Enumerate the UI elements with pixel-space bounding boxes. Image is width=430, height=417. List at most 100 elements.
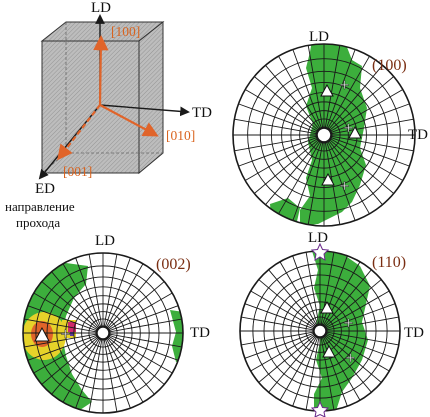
grid-spoke bbox=[324, 138, 356, 221]
grid-spoke bbox=[322, 332, 382, 383]
grid-spoke bbox=[323, 331, 396, 359]
grid-spoke bbox=[327, 136, 404, 181]
grid-spoke bbox=[326, 65, 383, 133]
grid-spoke bbox=[278, 55, 323, 132]
grid-spoke bbox=[106, 318, 182, 333]
grid-spoke bbox=[241, 331, 317, 346]
grid-spoke bbox=[323, 331, 399, 346]
plus-marker: + bbox=[345, 351, 356, 366]
grid-spoke bbox=[265, 65, 322, 133]
triangle-marker bbox=[320, 300, 334, 314]
grid-spoke bbox=[106, 333, 182, 348]
texture-region-peak bbox=[70, 332, 74, 336]
caption-line-2: прохода bbox=[16, 215, 60, 230]
pf-ld-label: LD bbox=[95, 233, 115, 249]
grid-spoke bbox=[323, 316, 399, 331]
grid-center bbox=[312, 323, 328, 339]
grid-spoke bbox=[322, 290, 390, 330]
grid-spoke bbox=[244, 89, 321, 134]
grid-spoke bbox=[244, 136, 321, 181]
ed-label: ED bbox=[35, 181, 55, 197]
grid-spoke bbox=[105, 334, 173, 374]
grid-spoke bbox=[324, 49, 356, 132]
grid-spoke bbox=[327, 135, 410, 167]
grid-spoke bbox=[292, 255, 320, 328]
grid-spoke bbox=[278, 138, 323, 215]
grid-spoke bbox=[327, 118, 414, 135]
box-side-face bbox=[138, 20, 164, 175]
grid-spoke bbox=[33, 292, 101, 332]
grid-spoke bbox=[327, 135, 414, 152]
grid-spoke bbox=[33, 334, 101, 374]
grid-spoke bbox=[268, 333, 319, 393]
triangle-marker bbox=[320, 83, 334, 97]
grid-spoke bbox=[254, 137, 322, 194]
grid-spoke bbox=[105, 334, 165, 385]
grid-spoke bbox=[320, 255, 348, 328]
grid-spoke bbox=[320, 334, 348, 407]
grid-spoke bbox=[62, 335, 102, 403]
td-axis-arrow bbox=[99, 104, 190, 117]
grid-spoke bbox=[326, 137, 383, 205]
grid-spoke bbox=[322, 279, 382, 330]
grid-spoke bbox=[325, 138, 370, 215]
grid-spoke bbox=[292, 49, 324, 132]
grid-spoke bbox=[305, 334, 320, 410]
grid-spoke bbox=[104, 335, 155, 395]
grid-spoke bbox=[321, 261, 361, 329]
pf-ld-label: LD bbox=[309, 29, 329, 45]
grid-spoke bbox=[27, 333, 100, 361]
grid-spoke bbox=[88, 254, 103, 330]
dir-010-label: [010] bbox=[166, 128, 195, 143]
sample-box-diagram: LD TD ED [100] [010] [001] направление п… bbox=[5, 0, 212, 230]
grid-spoke bbox=[254, 76, 322, 133]
dir-010-arrow bbox=[99, 104, 159, 137]
grid-spoke bbox=[279, 333, 319, 401]
grid-spoke bbox=[326, 137, 394, 194]
grid-spoke bbox=[244, 331, 317, 359]
grid-spoke bbox=[105, 281, 165, 332]
pole-figure-110: + + LD TD (110) bbox=[239, 230, 424, 417]
grid-spoke bbox=[41, 281, 101, 332]
grid-spoke bbox=[292, 138, 324, 221]
grid-spoke bbox=[62, 263, 102, 331]
td-label: TD bbox=[192, 105, 212, 121]
grid-spoke bbox=[323, 303, 396, 331]
grid-spoke bbox=[103, 254, 118, 330]
pf-title: (002) bbox=[156, 256, 191, 273]
grid-center bbox=[315, 126, 333, 144]
pf-td-label: TD bbox=[404, 325, 424, 341]
grid-spoke bbox=[250, 290, 318, 330]
pf-ld-label: LD bbox=[308, 230, 328, 246]
grid-spoke bbox=[41, 334, 101, 385]
pf-td-label: TD bbox=[190, 325, 210, 341]
grid-spoke bbox=[24, 333, 100, 348]
pf-title: (110) bbox=[372, 254, 406, 271]
grid-spoke bbox=[268, 269, 319, 329]
plus-marker: + bbox=[343, 121, 354, 136]
plus-marker: + bbox=[60, 327, 71, 342]
grid-spoke bbox=[234, 118, 321, 135]
polar-grid bbox=[22, 252, 184, 414]
grid-spoke bbox=[327, 103, 410, 135]
grid-spoke bbox=[238, 103, 321, 135]
grid-spoke bbox=[321, 333, 372, 393]
grid-spoke bbox=[321, 333, 361, 401]
grid-spoke bbox=[307, 138, 324, 225]
grid-spoke bbox=[104, 271, 155, 331]
grid-spoke bbox=[325, 55, 370, 132]
pole-markers: + bbox=[34, 326, 71, 342]
triangle-marker bbox=[322, 344, 336, 358]
polar-grid bbox=[239, 250, 401, 412]
polar-grid bbox=[232, 43, 416, 227]
triangle-marker bbox=[34, 326, 50, 342]
star-marker bbox=[310, 400, 330, 417]
grid-spoke bbox=[292, 334, 320, 407]
grid-spoke bbox=[244, 303, 317, 331]
plus-marker: + bbox=[339, 78, 350, 93]
pole-markers: + + bbox=[310, 242, 356, 417]
grid-spoke bbox=[105, 292, 173, 332]
grid-spoke bbox=[51, 271, 102, 331]
